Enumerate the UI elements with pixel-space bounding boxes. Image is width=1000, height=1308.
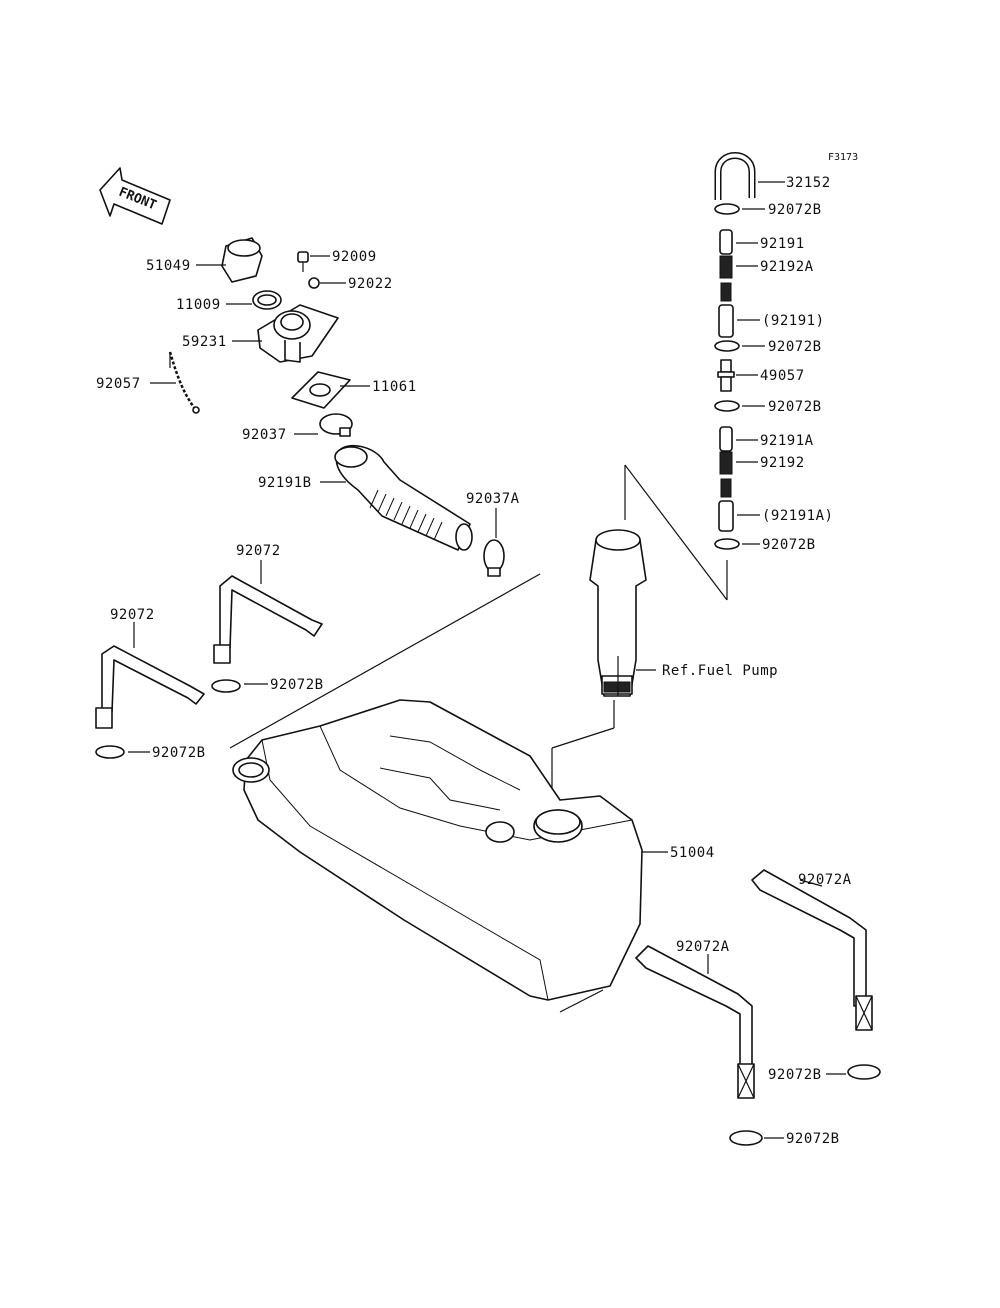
label-51004: 51004 bbox=[670, 845, 715, 861]
label-92192: 92192 bbox=[760, 455, 805, 471]
label-11009: 11009 bbox=[176, 297, 221, 313]
label-59231: 59231 bbox=[182, 334, 227, 350]
label-92191b: 92191B bbox=[258, 475, 312, 491]
tank-bands-right bbox=[635, 869, 881, 1146]
label-92072b-5: 92072B bbox=[270, 677, 324, 693]
label-11061: 11061 bbox=[372, 379, 417, 395]
label-92191a-paren: (92191A) bbox=[762, 508, 833, 524]
label-92072b-6: 92072B bbox=[152, 745, 206, 761]
label-92037: 92037 bbox=[242, 427, 287, 443]
breather-hose-stack bbox=[714, 152, 785, 600]
fuel-pump bbox=[551, 464, 728, 822]
label-92057: 92057 bbox=[96, 376, 141, 392]
part-labels: 32152 92072B 92191 92192A (92191) 92072B… bbox=[96, 175, 852, 1147]
fuel-tank bbox=[229, 573, 668, 1013]
front-arrow-icon: FRONT bbox=[99, 167, 171, 225]
label-92191a: 92191A bbox=[760, 433, 814, 449]
label-92037a: 92037A bbox=[466, 491, 520, 507]
label-92072a-right: 92072A bbox=[798, 872, 852, 888]
label-92072-upper: 92072 bbox=[236, 543, 281, 559]
label-92072b-1: 92072B bbox=[768, 202, 822, 218]
label-92192a: 92192A bbox=[760, 259, 814, 275]
label-92072b-7: 92072B bbox=[768, 1067, 822, 1083]
label-92191-paren: (92191) bbox=[762, 313, 825, 329]
figure-code: F3173 bbox=[828, 152, 858, 163]
label-ref-fuel-pump: Ref.Fuel Pump bbox=[662, 663, 778, 679]
label-92072b-3: 92072B bbox=[768, 399, 822, 415]
label-92072b-4: 92072B bbox=[762, 537, 816, 553]
label-92022: 92022 bbox=[348, 276, 393, 292]
label-92072b-2: 92072B bbox=[768, 339, 822, 355]
label-32152: 32152 bbox=[786, 175, 831, 191]
tank-bands-left bbox=[95, 560, 323, 759]
label-92009: 92009 bbox=[332, 249, 377, 265]
filler-cap-assembly bbox=[150, 237, 505, 577]
label-51049: 51049 bbox=[146, 258, 191, 274]
label-92191: 92191 bbox=[760, 236, 805, 252]
label-92072a-center: 92072A bbox=[676, 939, 730, 955]
label-49057: 49057 bbox=[760, 368, 805, 384]
label-92072b-8: 92072B bbox=[786, 1131, 840, 1147]
label-92072-lower: 92072 bbox=[110, 607, 155, 623]
